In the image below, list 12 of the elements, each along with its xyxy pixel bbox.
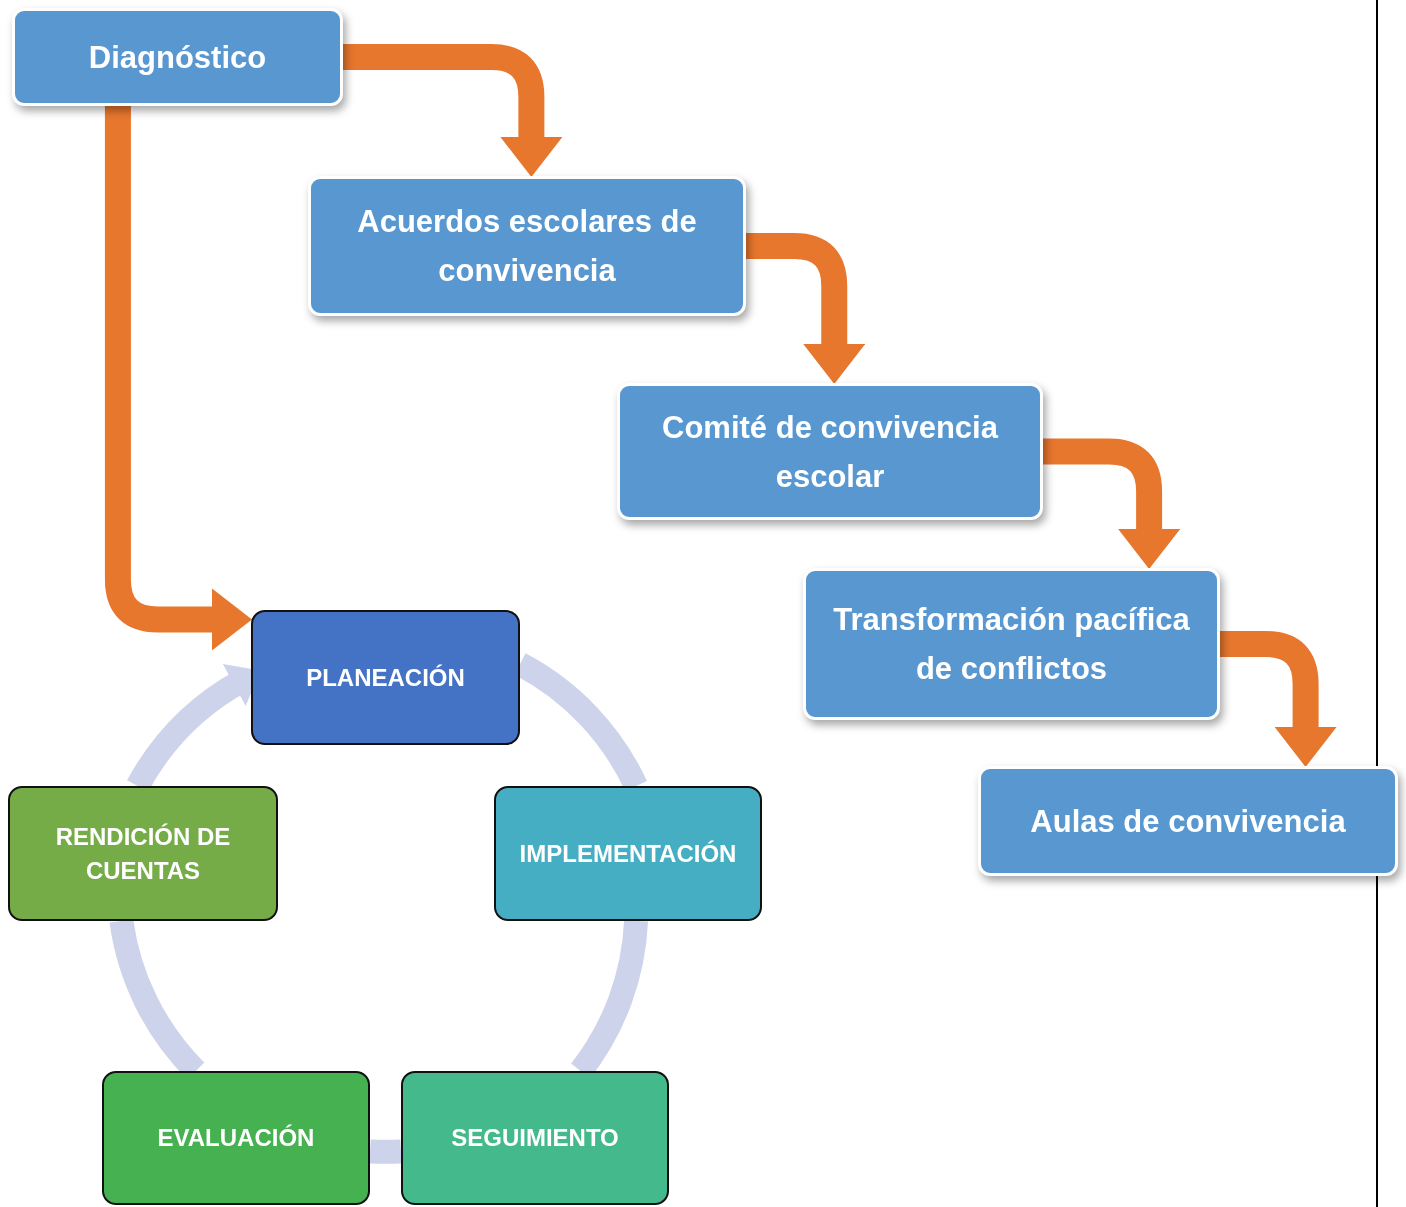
process-box: Aulas de convivencia [978,766,1398,876]
cycle-box: SEGUIMIENTO [401,1071,669,1205]
flow-arrow [343,44,563,177]
cycle-box: IMPLEMENTACIÓN [494,786,762,921]
process-box: Comité de convivencia escolar [617,383,1043,520]
process-box: Diagnóstico [12,8,343,106]
cycle-box: EVALUACIÓN [102,1071,370,1205]
process-box: Acuerdos escolares de convivencia [308,176,746,316]
cycle-box: RENDICIÓN DE CUENTAS [8,786,278,921]
process-box: Transformación pacífica de conflictos [803,568,1220,720]
cycle-box: PLANEACIÓN [251,610,520,745]
flow-arrow [104,106,252,651]
